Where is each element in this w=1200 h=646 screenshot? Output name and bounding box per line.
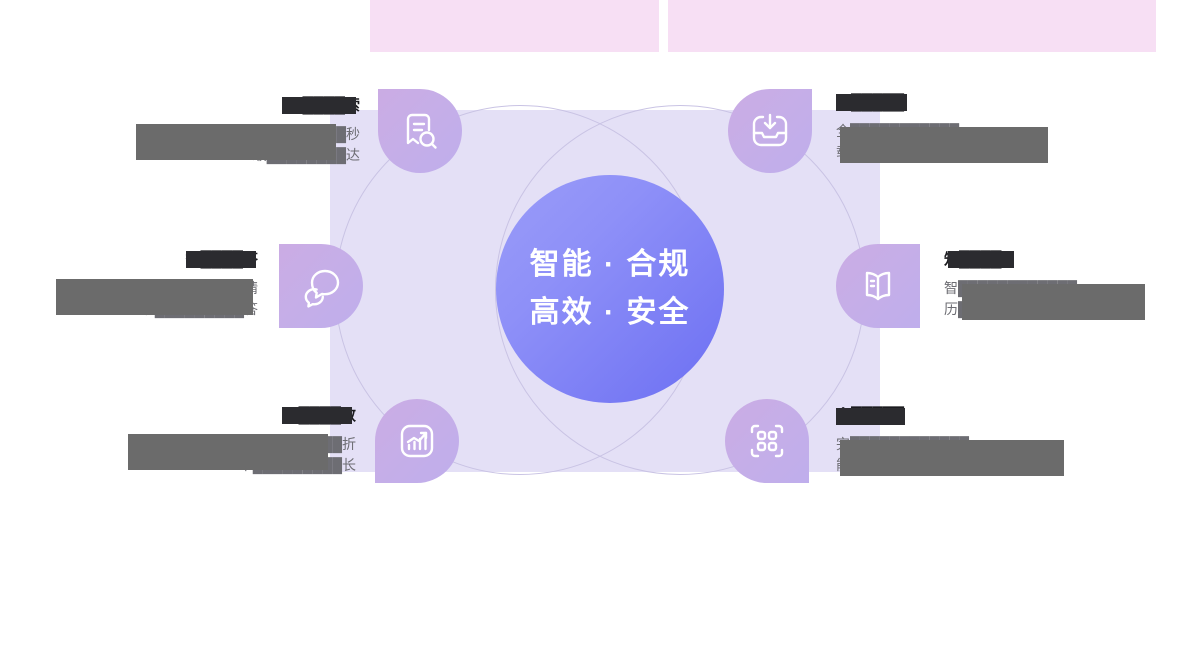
center-headline-line-1: 智能 · 合规 (529, 248, 691, 281)
inbox-download-icon (746, 107, 794, 155)
redaction-bar (962, 284, 1145, 320)
feature-badge-scene-coverage[interactable] (725, 399, 809, 483)
redaction-bar (128, 434, 328, 470)
bar-chart-growth-icon (393, 417, 441, 465)
open-book-icon (854, 262, 902, 310)
top-band-gap (659, 0, 668, 52)
redaction-bar (948, 251, 1014, 268)
center-headline-line-2: 高效 · 安全 (529, 296, 691, 329)
feature-badge-knowledge-base[interactable] (836, 244, 920, 328)
feature-badge-smart-retrieval[interactable] (378, 89, 462, 173)
redaction-bar (840, 127, 1048, 163)
top-decorative-band (370, 0, 1156, 52)
redaction-bar (136, 124, 336, 160)
redaction-bar (840, 440, 1064, 476)
scan-grid-icon (743, 417, 791, 465)
redaction-bar (836, 94, 907, 111)
redaction-bar (282, 97, 356, 114)
redaction-bar (186, 251, 256, 268)
feature-badge-smart-qa[interactable] (279, 244, 363, 328)
redaction-bar (836, 408, 905, 425)
feature-badge-smart-analytics[interactable] (375, 399, 459, 483)
center-value-circle: 智能 · 合规 高效 · 安全 (496, 175, 724, 403)
document-search-icon (396, 107, 444, 155)
chat-bubbles-icon (297, 262, 345, 310)
redaction-bar (56, 279, 253, 315)
feature-badge-data-ingest[interactable] (728, 89, 812, 173)
redaction-bar (282, 407, 352, 424)
